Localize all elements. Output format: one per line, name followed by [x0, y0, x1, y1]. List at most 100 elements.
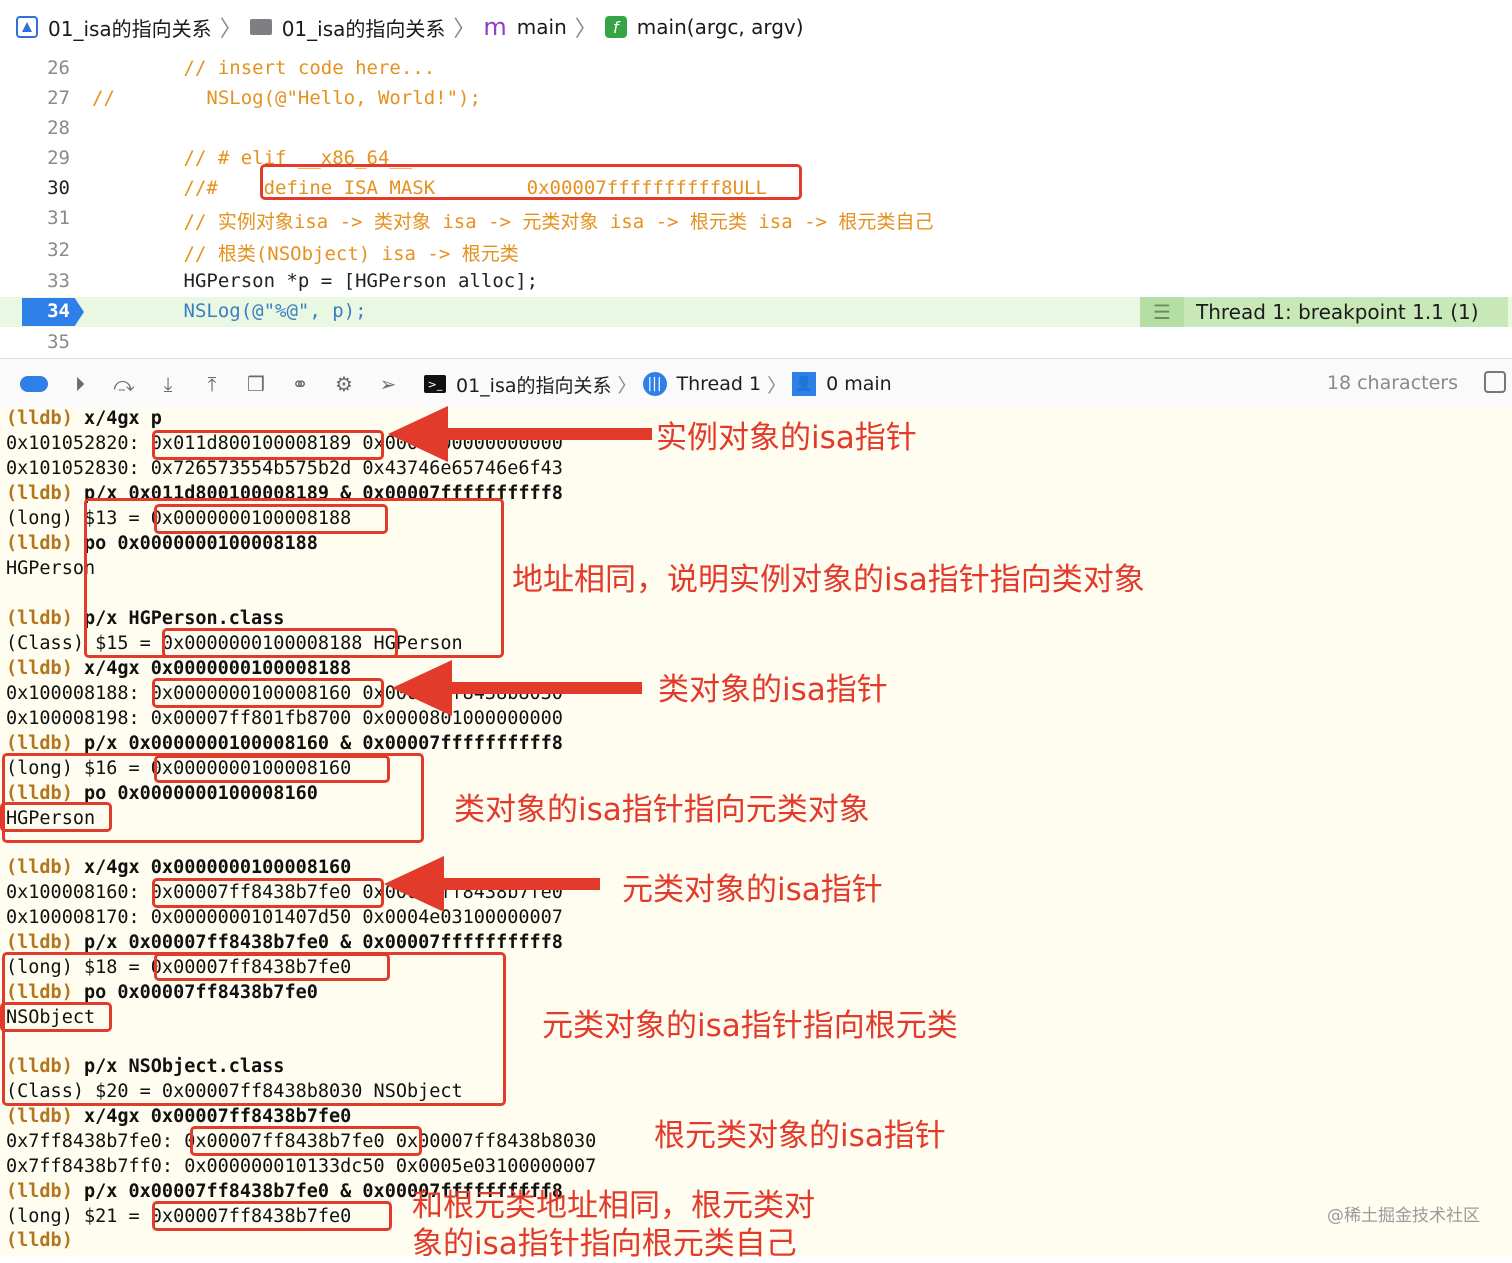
console-text: po 0x0000000100008188 — [72, 533, 318, 554]
annotation-arrow — [392, 660, 642, 716]
annotation-box — [154, 953, 390, 981]
breakpoints-toggle-icon[interactable] — [20, 376, 48, 392]
lldb-prompt: (lldb) — [6, 1181, 73, 1202]
line-number: 29 — [47, 147, 70, 169]
console-text: p/x 0x00007ff8438b7fe0 & 0x00007ffffffff… — [72, 1181, 563, 1202]
debug-process-label[interactable]: 01_isa的指向关系 — [456, 374, 612, 397]
console-line: (lldb) — [6, 1230, 73, 1255]
step-into-icon[interactable]: ⤓ — [163, 372, 173, 396]
console-line: 0x100008198: 0x00007ff801fb8700 0x000080… — [6, 708, 563, 729]
annotation-box — [154, 504, 388, 534]
crumb-folder-label: 01_isa的指向关系 — [281, 16, 446, 41]
breadcrumb: 01_isa的指向关系 〉 01_isa的指向关系 〉 m main 〉 f m… — [0, 0, 1512, 55]
annotation-box — [152, 430, 384, 460]
character-count: 18 characters — [1326, 372, 1458, 394]
code-line: 28 — [0, 114, 1512, 144]
continue-icon[interactable]: ⏵ — [75, 372, 85, 396]
code-line: 31 // 实例对象isa -> 类对象 isa -> 元类对象 isa -> … — [0, 204, 1512, 234]
code-text: HGPerson *p = [HGPerson alloc]; — [92, 270, 539, 292]
crumb-file[interactable]: m main — [483, 13, 566, 41]
step-out-icon[interactable]: ⤒ — [207, 372, 217, 396]
location-icon[interactable]: ➢ — [379, 372, 397, 396]
line-number: 30 — [47, 177, 70, 199]
annotation-box — [152, 678, 384, 708]
breakpoint-badge-label: Thread 1: breakpoint 1.1 (1) — [1196, 300, 1479, 324]
chevron-right-icon: 〉 — [767, 374, 787, 397]
crumb-project[interactable]: 01_isa的指向关系 — [0, 13, 212, 42]
crumb-function-label: main(argc, argv) — [636, 15, 804, 39]
lldb-prompt: (lldb) — [6, 1230, 73, 1251]
view-hierarchy-icon[interactable]: ❒ — [247, 372, 265, 396]
line-number: 35 — [47, 331, 70, 353]
step-over-icon[interactable]: ⤼ — [113, 372, 135, 396]
console-text: x/4gx p — [72, 408, 162, 429]
debug-frame-label[interactable]: 0 main — [826, 373, 892, 395]
console-line: (long) $21 = 0x00007ff8438b7fe0 — [6, 1206, 352, 1227]
lldb-console[interactable]: (lldb) x/4gx p 0x101052820: 0x011d800100… — [0, 406, 1512, 1262]
console-text: x/4gx 0x0000000100008160 — [72, 857, 352, 878]
console-line: (lldb) po 0x00007ff8438b7fe0 — [6, 982, 318, 1007]
code-text: // # elif __x86_64__ — [92, 147, 413, 169]
console-line: NSObject — [6, 1007, 96, 1028]
console-line: (lldb) x/4gx 0x0000000100008188 — [6, 658, 351, 683]
console-line: (lldb) p/x 0x00007ff8438b7fe0 & 0x00007f… — [6, 1181, 563, 1206]
line-number: 31 — [47, 207, 70, 229]
thread-icon: ||| — [642, 372, 667, 396]
crumb-folder[interactable]: 01_isa的指向关系 — [249, 13, 446, 42]
code-line: 27 // NSLog(@"Hello, World!"); — [0, 84, 1512, 114]
line-number: 33 — [47, 270, 70, 292]
panel-toggle-icon[interactable] — [1484, 371, 1506, 393]
lldb-prompt: (lldb) — [6, 608, 73, 629]
chevron-right-icon: 〉 — [453, 17, 476, 42]
annotation-box — [0, 802, 112, 832]
breakpoint-marker[interactable] — [22, 298, 84, 326]
memory-graph-icon[interactable]: ⚭ — [291, 372, 309, 396]
console-text: po 0x00007ff8438b7fe0 — [72, 982, 318, 1003]
lldb-prompt: (lldb) — [6, 982, 73, 1003]
line-number: 34 — [47, 300, 70, 322]
code-line: 33 HGPerson *p = [HGPerson alloc]; — [0, 267, 1512, 297]
annotation-box — [2, 753, 424, 843]
watermark: @稀土掘金技术社区 — [1327, 1206, 1480, 1226]
lldb-prompt: (lldb) — [6, 733, 73, 754]
annotation-box — [152, 1201, 392, 1231]
breakpoint-badge[interactable]: ☰ Thread 1: breakpoint 1.1 (1) — [1140, 297, 1508, 327]
console-text: p/x 0x00007ff8438b7fe0 & 0x00007ffffffff… — [72, 932, 563, 953]
folder-icon — [249, 19, 272, 35]
console-line: (lldb) p/x NSObject.class — [6, 1056, 284, 1081]
function-icon: f — [604, 16, 627, 38]
code-line: 26 // insert code here... — [0, 54, 1512, 84]
crumb-project-label: 01_isa的指向关系 — [48, 16, 212, 41]
console-line: (Class) $20 = 0x00007ff8438b8030 NSObjec… — [6, 1081, 463, 1102]
console-line: (lldb) x/4gx p — [6, 408, 162, 433]
console-line: (lldb) p/x 0x00007ff8438b7fe0 & 0x00007f… — [6, 932, 563, 957]
console-text: x/4gx 0x00007ff8438b7fe0 — [72, 1106, 352, 1127]
objc-file-icon: m — [483, 13, 507, 41]
annotation-label: 和根元类地址相同，根元类对 — [412, 1188, 815, 1224]
crumb-function[interactable]: f main(argc, argv) — [604, 15, 804, 39]
stack-frame-icon: 👤 — [792, 372, 817, 396]
lldb-prompt: (lldb) — [6, 1106, 73, 1127]
console-line: 0x101052830: 0x726573554b575b2d 0x43746e… — [6, 458, 563, 479]
code-editor[interactable]: 26 // insert code here... 27 // NSLog(@"… — [0, 54, 1512, 358]
crumb-file-label: main — [516, 15, 567, 39]
menu-lines-icon: ☰ — [1140, 297, 1184, 327]
console-line: HGPerson — [6, 558, 96, 579]
annotation-box — [152, 878, 384, 908]
console-line: (lldb) x/4gx 0x0000000100008160 — [6, 857, 351, 882]
annotation-label: 象的isa指针指向根元类自己 — [412, 1226, 797, 1262]
console-line: (lldb) po 0x0000000100008160 — [6, 783, 318, 808]
code-line: 29 // # elif __x86_64__ — [0, 144, 1512, 174]
console-line: (long) $18 = 0x00007ff8438b7fe0 — [6, 957, 352, 978]
annotation-box — [260, 164, 802, 200]
environment-icon[interactable]: ⚙ — [335, 372, 353, 396]
app-project-icon — [16, 16, 38, 38]
lldb-prompt: (lldb) — [6, 783, 73, 804]
debug-toolbar: ⏵ ⤼ ⤓ ⤒ ❒ ⚭ ⚙ ➢ >_ 01_isa的指向关系 〉 ||| Thr… — [0, 358, 1512, 410]
annotation-label: 元类对象的isa指针指向根元类 — [542, 1008, 958, 1044]
debug-thread-label[interactable]: Thread 1 — [676, 373, 762, 395]
console-text: x/4gx 0x0000000100008188 — [72, 658, 352, 679]
lldb-prompt: (lldb) — [6, 533, 73, 554]
annotation-arrow — [388, 406, 652, 462]
chevron-right-icon: 〉 — [617, 374, 637, 397]
